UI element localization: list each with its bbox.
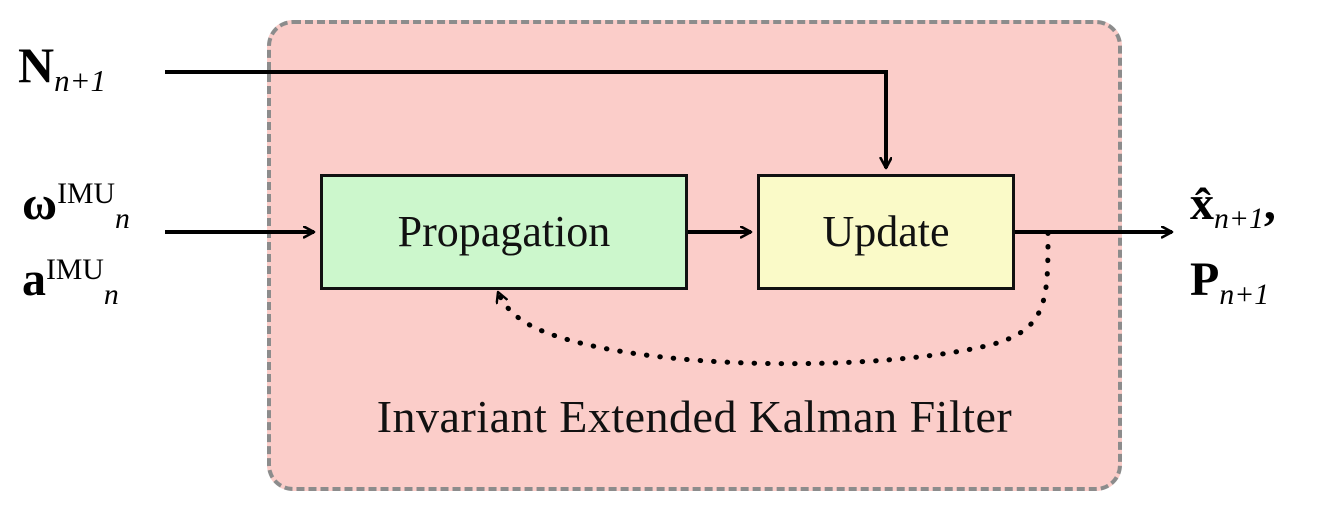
block-update-label: Update (822, 207, 950, 256)
iekf-container-label: Invariant Extended Kalman Filter (376, 391, 1013, 442)
imu-accel-subscript: n (103, 277, 119, 311)
block-propagation[interactable]: Propagation (320, 174, 695, 297)
output-label-state: x̂n+1, Pn+1 (1190, 166, 1276, 318)
output-state-subscript: n+1 (1214, 201, 1264, 235)
imu-accel-superscript: IMU (46, 252, 104, 286)
imu-omega-subscript: n (114, 201, 130, 235)
input-label-measurement: Nn+1 (18, 36, 106, 96)
input-label-imu: ωIMUn aIMUn (22, 166, 130, 318)
block-update[interactable]: Update (757, 174, 1022, 297)
imu-omega-term: ωIMUn (22, 166, 130, 242)
output-state-symbol: x̂ (1190, 177, 1214, 230)
output-covariance-term: Pn+1 (1190, 242, 1276, 318)
measurement-subscript: n+1 (54, 63, 107, 99)
output-state-comma: , (1263, 177, 1276, 230)
imu-omega-symbol: ω (22, 177, 58, 230)
measurement-symbol: N (18, 37, 55, 93)
output-covariance-subscript: n+1 (1219, 277, 1270, 311)
block-propagation-label: Propagation (397, 207, 611, 256)
output-state-term: x̂n+1, (1190, 166, 1276, 242)
output-covariance-symbol: P (1190, 253, 1220, 306)
imu-accel-symbol: a (22, 253, 46, 306)
imu-omega-superscript: IMU (57, 176, 115, 210)
imu-accel-term: aIMUn (22, 242, 130, 318)
